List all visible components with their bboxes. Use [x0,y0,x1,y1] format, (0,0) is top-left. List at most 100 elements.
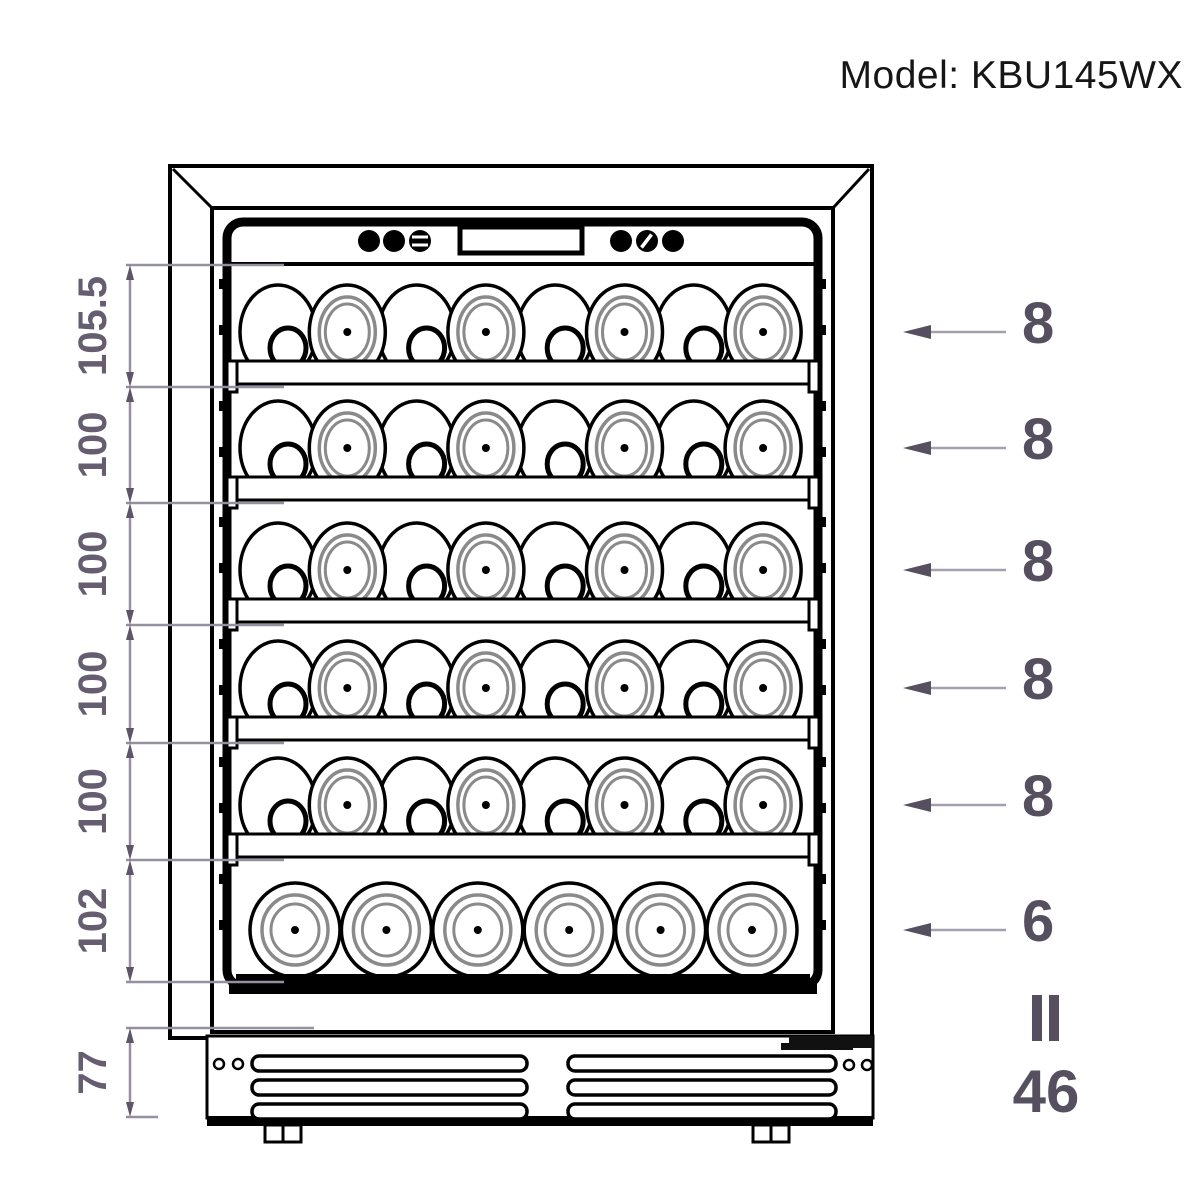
shelf-peg [219,563,227,573]
capacity-arrowhead [903,798,931,812]
bottle-ring [351,893,422,967]
shelf-peg [219,685,227,695]
bottle-punt-dot [748,926,756,934]
shelf-peg [219,920,227,930]
shelf-peg [818,757,826,767]
bottle-punt-dot [620,801,629,809]
shelf-peg [818,874,826,884]
shelf-bracket [225,475,239,510]
shelf-peg [818,447,826,457]
bottle-punt-dot [620,328,629,336]
shelf-bracket [807,715,821,750]
bottle-punt-dot [343,566,352,574]
corner-chamfer-left [171,167,214,210]
button-slash [640,233,653,249]
capacity-arrowhead [903,563,931,577]
shelf-board [233,715,814,742]
shelf-peg [219,325,227,335]
screws [212,1057,874,1072]
dimension-label: 102 [71,888,115,955]
shelf-bracket [807,597,821,632]
shelf-peg [219,447,227,457]
shelf-capacity-count: 8 [1022,407,1054,472]
shelf-row [236,881,810,984]
dimension-label: 100 [71,412,115,479]
panel-button [383,230,405,252]
bottle-punt-dot [656,926,665,934]
dimension-label: 100 [71,768,115,835]
shelf-capacity-count: 8 [1022,764,1054,829]
shelf-peg [818,279,826,289]
bottle-punt-dot [343,801,352,809]
equals-bar [1032,995,1042,1041]
shelf-area [219,279,826,984]
shelf-board [233,832,814,859]
bottle-ring [543,902,595,958]
shelf-peg [219,639,227,649]
bottle-punt-dot [481,801,490,809]
shelf-board [233,359,814,386]
bottle-punt-dot [759,801,768,809]
bottle-punt-dot [759,566,768,574]
foot-right [751,1123,791,1144]
screw-icon [231,1057,245,1071]
dimension-arrowhead [126,625,134,640]
bottle-punt-dot [481,444,490,452]
bottle-punt-dot [620,684,629,692]
dimension-arrowhead [126,860,134,875]
bottle-ring [360,902,412,958]
capacity-arrowhead [903,325,931,339]
shelf-peg [818,803,826,813]
dimension-label: 100 [71,531,115,598]
panel-button [662,230,684,252]
bottle-punt-dot [759,444,768,452]
foot-left [263,1123,303,1144]
shelf-bracket [807,832,821,867]
dimension-arrowhead [126,387,134,402]
control-panel [229,224,816,266]
dimension-arrowhead [126,743,134,758]
shelf-peg [818,517,826,527]
capacity-arrowhead [903,923,931,937]
dimension-label: 105.5 [71,276,115,376]
feet [263,1123,791,1144]
bottle-punt-dot [343,444,352,452]
bottle-punt-dot [481,684,490,692]
hinge-plate-step [781,1043,853,1050]
capacity-arrowhead [903,681,931,695]
dimension-arrowhead [126,610,134,625]
bottle-punt-dot [343,684,352,692]
shelf-peg [818,639,826,649]
bottle-ring [260,893,330,967]
bottle-ring [443,893,513,967]
door-bottom-bar [229,982,817,994]
screw-icon [212,1057,226,1071]
light-button-icon [409,230,431,252]
shelf-peg [818,401,826,411]
shelf-bracket [807,475,821,510]
shelf-row [225,639,821,750]
dimension-label: 77 [71,1050,115,1095]
lcd-display [457,224,585,256]
shelf-peg [818,563,826,573]
shelf-peg [219,874,227,884]
corner-chamfer-right [831,167,871,210]
vent-slat [566,1054,838,1073]
bottle-ring [635,902,687,958]
shelf-row [225,756,821,867]
dimension-label: 100 [71,651,115,718]
dimension-arrowhead [126,1102,134,1117]
vent-slat [566,1102,838,1121]
bottle-punt-dot [565,926,574,934]
vent-slat [250,1102,529,1121]
total-capacity: 46 [1013,1058,1080,1125]
bottle-punt-dot [481,566,490,574]
dimension-arrowhead [126,488,134,503]
bottle-punt-dot [291,926,299,934]
panel-button [610,230,632,252]
shelf-row [225,521,821,632]
equals-bar [1049,995,1059,1041]
